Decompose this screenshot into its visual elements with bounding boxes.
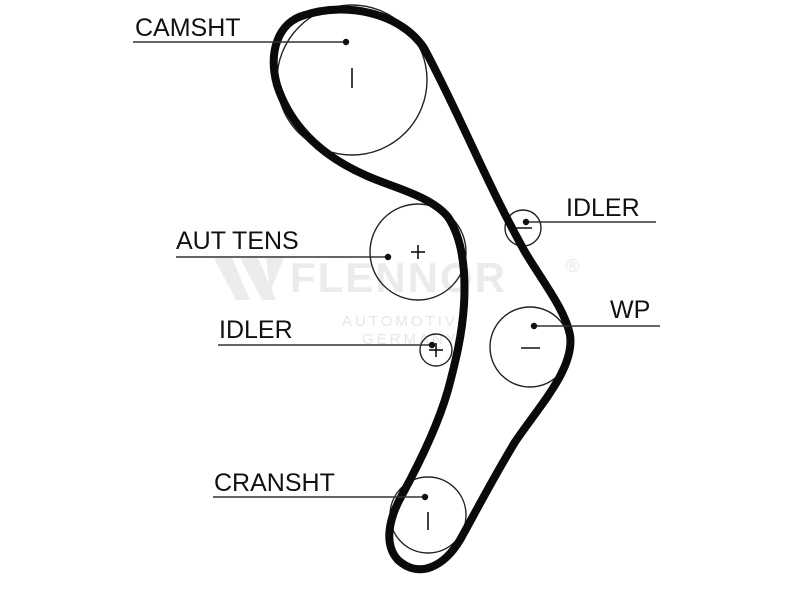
auto-tensioner-label: AUT TENS (176, 227, 299, 255)
camshaft-label: CAMSHT (135, 14, 241, 42)
crankshaft-label: CRANSHT (214, 469, 335, 497)
timing-belt (269, 5, 575, 574)
watermark-registered: ® (566, 256, 579, 276)
leader-auto-tensioner (176, 253, 392, 261)
idler-top-label: IDLER (566, 194, 640, 222)
leader-camshaft (133, 38, 350, 46)
auto-tensioner-pulley (369, 203, 467, 301)
watermark-line1: AUTOMOTIVE (342, 313, 471, 330)
leader-water-pump (530, 322, 660, 330)
leader-idler-bottom (218, 341, 436, 349)
leader-idler-top (522, 218, 656, 226)
pulley-center-marks (351, 68, 540, 530)
watermark-logo-icon (214, 258, 284, 300)
watermark-brand: FLENNOR (290, 254, 507, 301)
idler-bottom-pulley (419, 333, 453, 367)
idler-bottom-label: IDLER (219, 316, 293, 344)
water-pump-label: WP (610, 296, 650, 324)
leader-crankshaft (213, 493, 429, 501)
